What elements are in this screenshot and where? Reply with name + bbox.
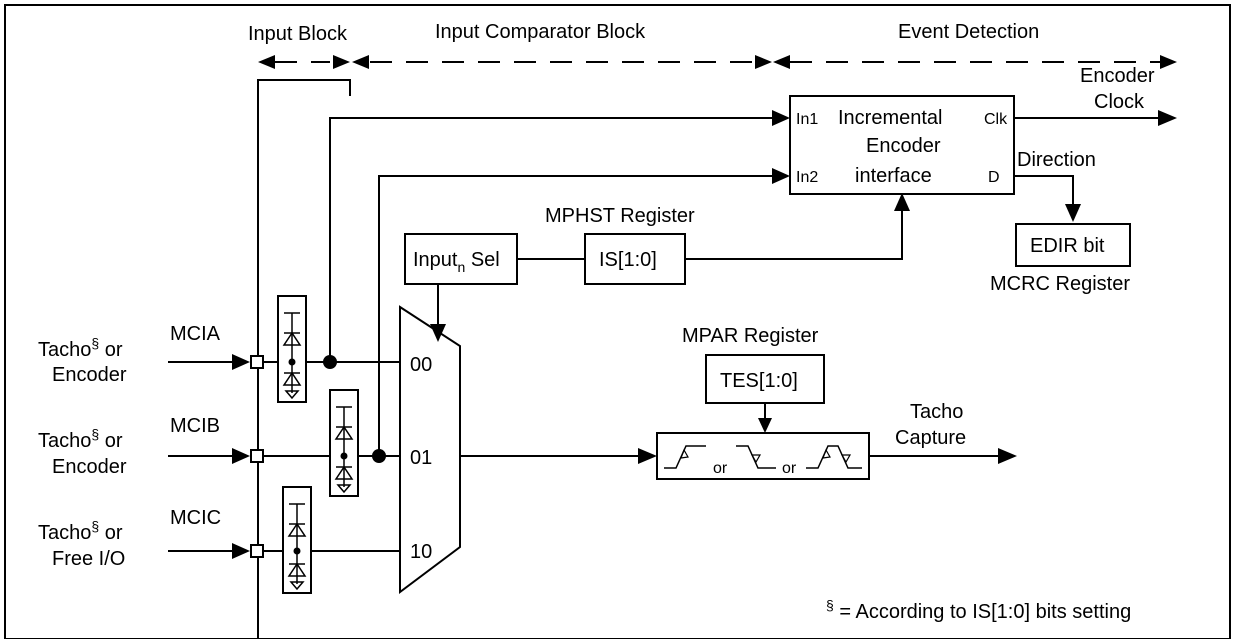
svg-text:Tacho§ or: Tacho§ or <box>38 335 123 361</box>
encoder-title-line3: interface <box>855 165 932 187</box>
edir-bit-box <box>1015 223 1131 267</box>
tap-in1 <box>329 117 774 362</box>
tap-in2 <box>378 175 774 456</box>
mpar-tes-field <box>705 354 825 404</box>
edir-bit-label: EDIR bit <box>1030 235 1105 257</box>
protection-diode-b <box>329 389 359 497</box>
tacho-capture-line1: Tacho <box>910 401 963 423</box>
block-extent-arrows <box>258 55 1177 69</box>
svg-text:Tacho§ or: Tacho§ or <box>38 518 123 544</box>
protection-diode-a <box>277 295 307 403</box>
pin-mcia-label: MCIA <box>170 323 221 345</box>
pin-pad-a <box>250 355 264 369</box>
svg-text:Tacho§ or: Tacho§ or <box>38 426 123 452</box>
svg-text:Free I/O: Free I/O <box>52 548 125 570</box>
input-a-label: Tacho§ or Encoder <box>38 335 127 386</box>
direction-label: Direction <box>1017 149 1096 171</box>
input-select-label: Inputn Sel <box>413 249 500 275</box>
comparator-block-label: Input Comparator Block <box>435 21 646 43</box>
event-detection-label: Event Detection <box>898 21 1039 43</box>
input-c-label: Tacho§ or Free I/O <box>38 518 125 570</box>
edge-or-1: or <box>713 460 728 477</box>
mphst-is-field <box>584 233 686 285</box>
mux-input-00: 00 <box>410 354 432 376</box>
encoder-in2-label: In2 <box>796 169 818 186</box>
svg-text:Encoder: Encoder <box>52 456 127 478</box>
edge-select-block <box>656 432 870 480</box>
encoder-title-line1: Incremental <box>838 107 943 129</box>
incremental-encoder-block <box>789 95 1015 195</box>
pin-pad-b <box>250 449 264 463</box>
protection-diode-c <box>282 486 312 594</box>
mcrc-register-label: MCRC Register <box>990 273 1130 295</box>
input-select-box <box>404 233 518 285</box>
encoder-clock-label-line1: Encoder <box>1080 65 1155 87</box>
input-arrows <box>168 354 250 559</box>
is-to-encoder <box>685 210 903 260</box>
edge-waveforms <box>664 445 862 469</box>
pin-pad-c <box>250 544 264 558</box>
footnote: § = According to IS[1:0] bits setting <box>826 597 1131 623</box>
encoder-d-label: D <box>988 169 1000 186</box>
encoder-title-line2: Encoder <box>866 135 941 157</box>
mux-input-10: 10 <box>410 541 432 563</box>
direction-output <box>1014 175 1074 206</box>
mpar-tes-field-label: TES[1:0] <box>720 370 798 392</box>
svg-text:Encoder: Encoder <box>52 364 127 386</box>
pin-mcic-label: MCIC <box>170 507 221 529</box>
encoder-in1-label: In1 <box>796 111 818 128</box>
mux-input-01: 01 <box>410 447 432 469</box>
mphst-register-label: MPHST Register <box>545 205 695 227</box>
mpar-register-label: MPAR Register <box>682 325 819 347</box>
diagram-frame <box>4 4 1231 639</box>
encoder-clock-label-line2: Clock <box>1094 91 1145 113</box>
encoder-clk-label: Clk <box>984 111 1008 128</box>
pin-mcib-label: MCIB <box>170 415 220 437</box>
tacho-capture-line2: Capture <box>895 427 966 449</box>
mphst-is-field-label: IS[1:0] <box>599 249 657 271</box>
edge-or-2: or <box>782 460 797 477</box>
input-block-label: Input Block <box>248 23 348 45</box>
input-b-label: Tacho§ or Encoder <box>38 426 127 478</box>
